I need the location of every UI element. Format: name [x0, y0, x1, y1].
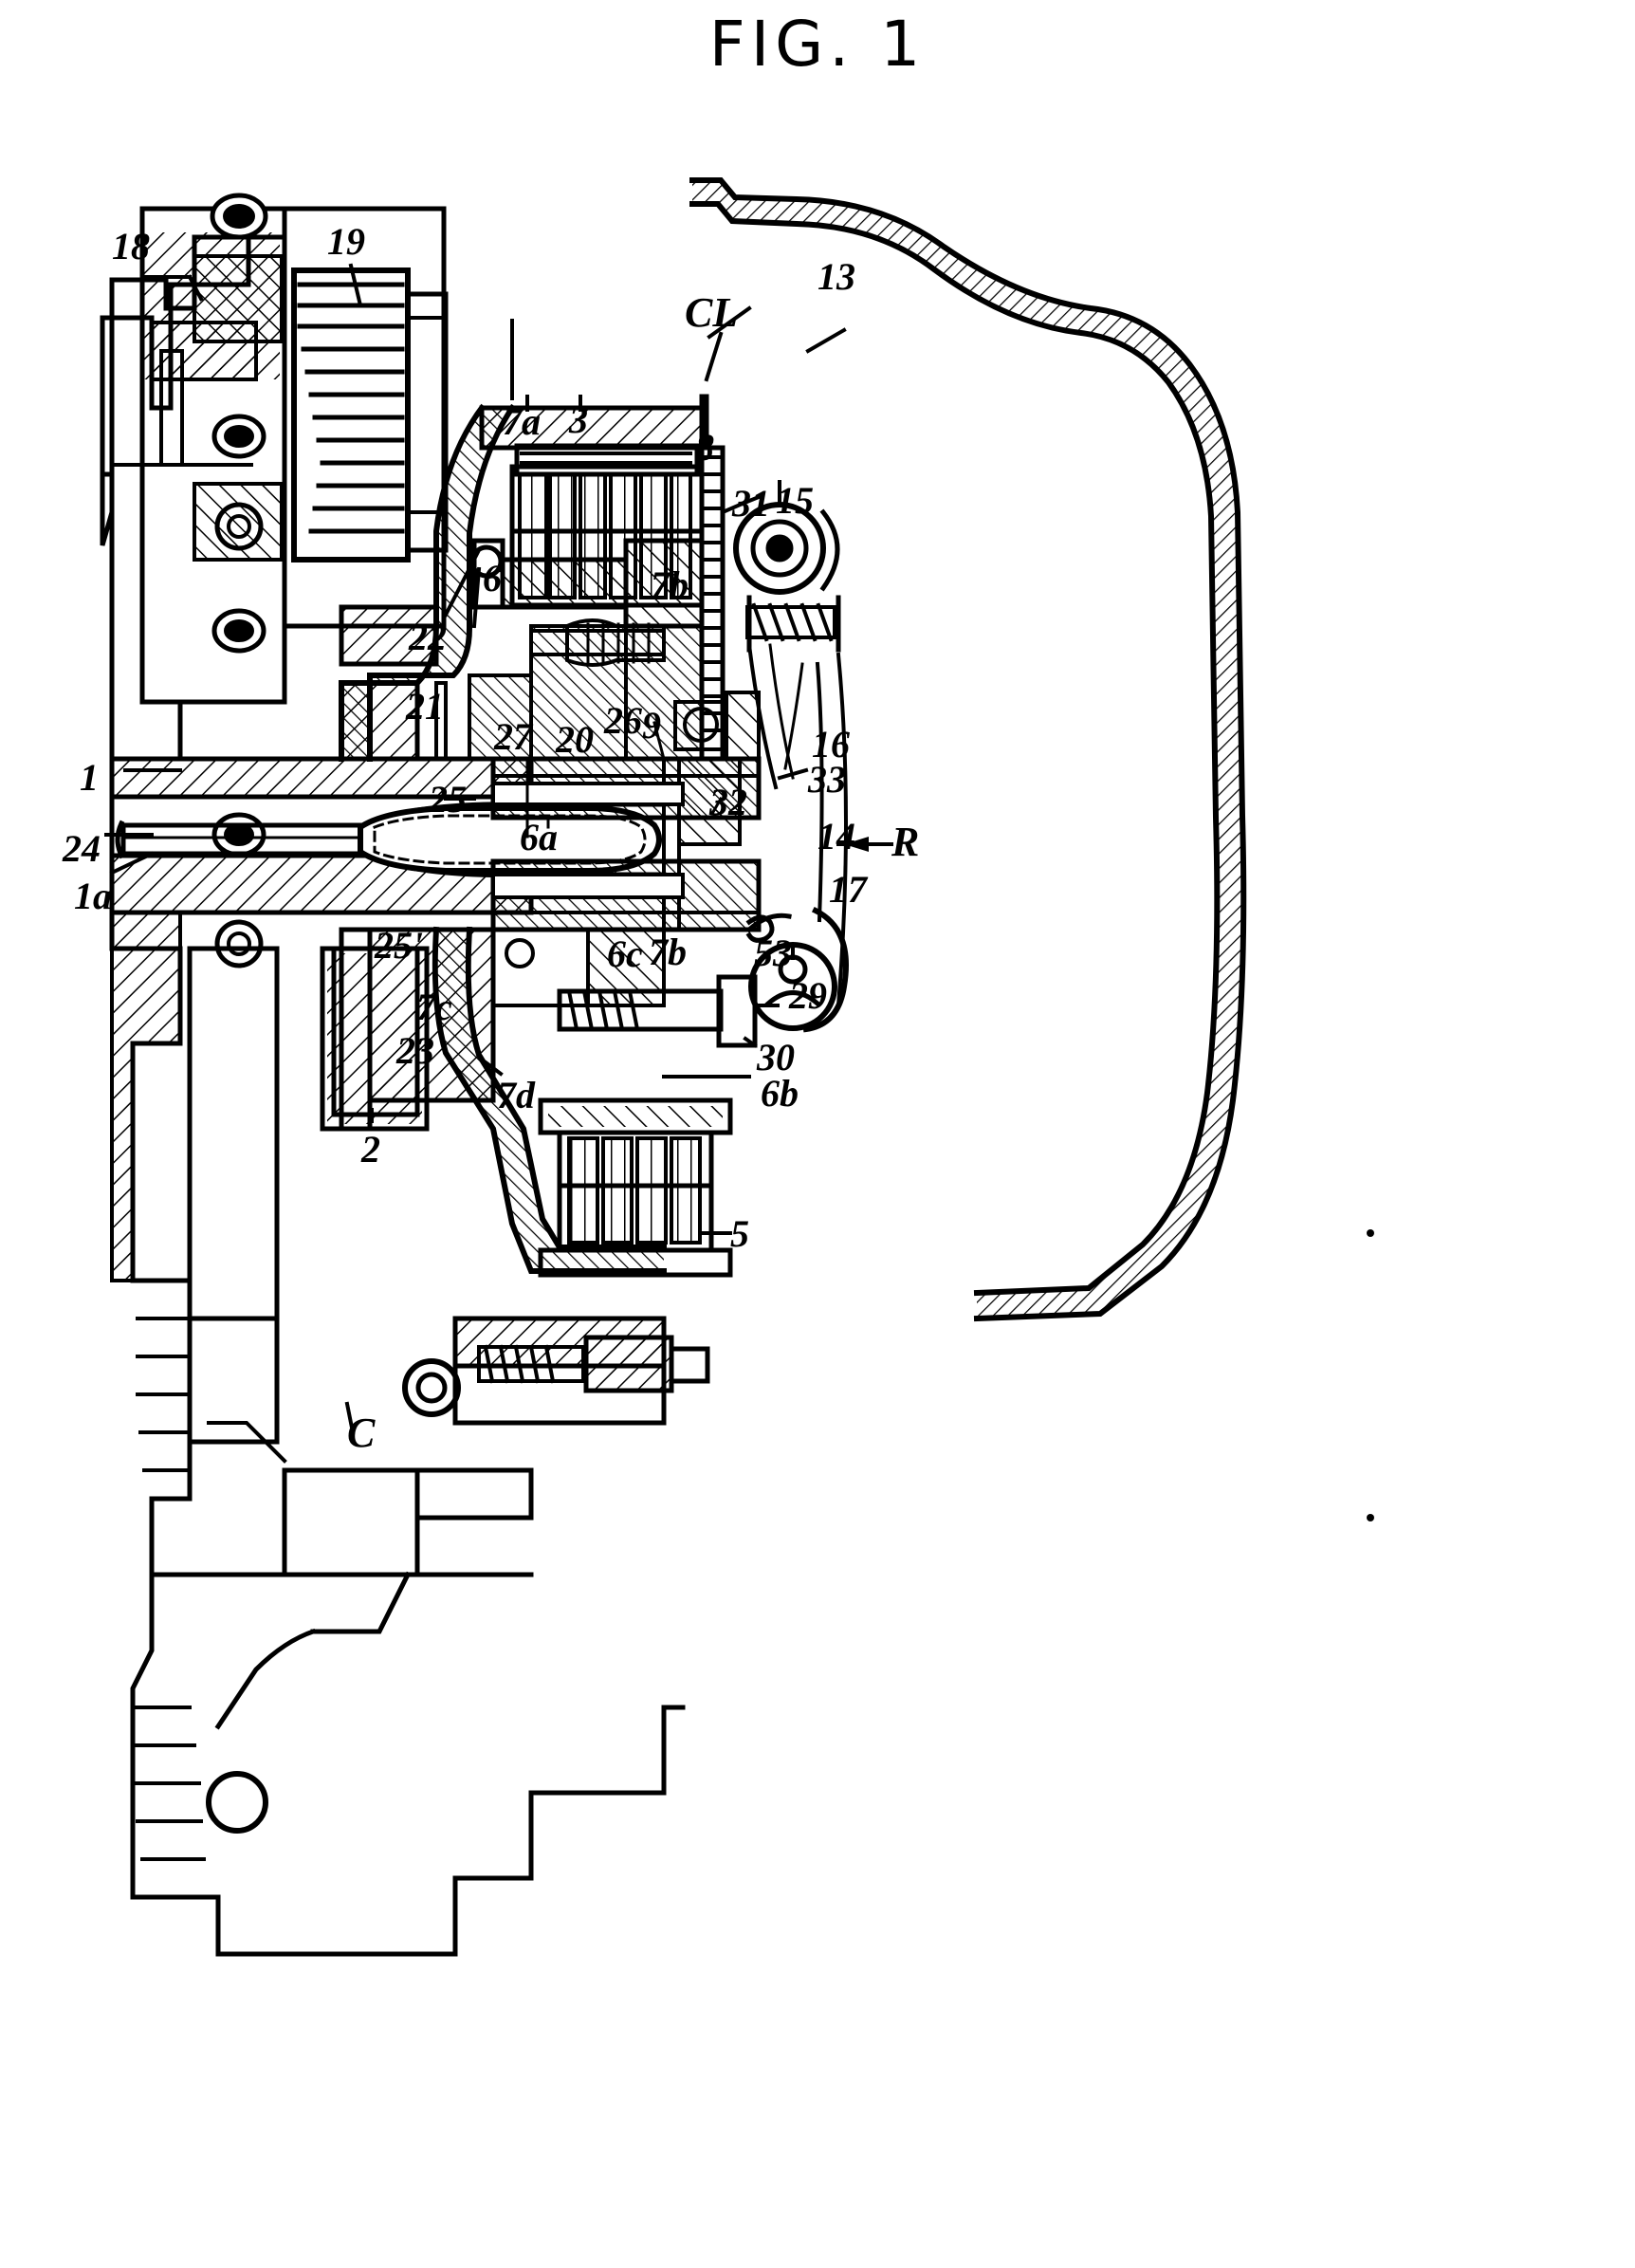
callout-31: 31 [732, 482, 770, 525]
callout-2: 2 [361, 1128, 380, 1171]
callout-7b-upper: 7b [651, 563, 689, 606]
callout-7d: 7d [497, 1074, 535, 1116]
callout-21: 21 [406, 685, 444, 728]
callout-17: 17 [829, 868, 867, 911]
callout-7a: 7a [503, 400, 541, 443]
callout-3: 3 [569, 398, 588, 441]
callout-7c: 7c [416, 986, 452, 1028]
callout-26: 26 [604, 699, 642, 742]
callout-r: R [891, 819, 920, 865]
callout-13: 13 [818, 255, 855, 298]
callout-7b-lower: 7b [649, 931, 687, 973]
callout-25-prime: 25' [375, 924, 424, 967]
callout-6: 6 [483, 557, 502, 599]
callout-15: 15 [776, 479, 814, 522]
callout-1: 1 [80, 756, 99, 799]
callout-25: 25 [429, 778, 467, 821]
technical-drawing [0, 95, 1635, 2163]
callout-cl: CL [685, 289, 739, 336]
callout-5: 5 [730, 1212, 749, 1255]
callout-8: 8 [695, 426, 714, 469]
callout-30: 30 [757, 1036, 795, 1079]
callout-6b: 6b [761, 1072, 799, 1115]
callout-16: 16 [812, 723, 850, 765]
callout-33: 33 [808, 758, 846, 801]
callout-14: 14 [818, 815, 855, 857]
callout-23: 23 [396, 1029, 434, 1072]
callout-6c: 6c [607, 932, 643, 975]
callout-29: 29 [789, 974, 827, 1017]
callout-9: 9 [642, 704, 661, 747]
callout-53: 53 [754, 931, 792, 974]
callout-18: 18 [112, 225, 150, 267]
callout-19: 19 [327, 220, 365, 263]
callout-27: 27 [494, 715, 532, 758]
callout-1a: 1a [74, 875, 112, 917]
callout-6a: 6a [520, 816, 558, 858]
callout-20: 20 [556, 718, 594, 761]
figure-title: FIG. 1 [708, 8, 927, 81]
callout-c: C [347, 1410, 376, 1456]
cross-section-svg [100, 177, 1374, 1957]
callout-32: 32 [709, 781, 747, 823]
callout-22: 22 [409, 616, 447, 658]
callout-24: 24 [63, 827, 101, 870]
